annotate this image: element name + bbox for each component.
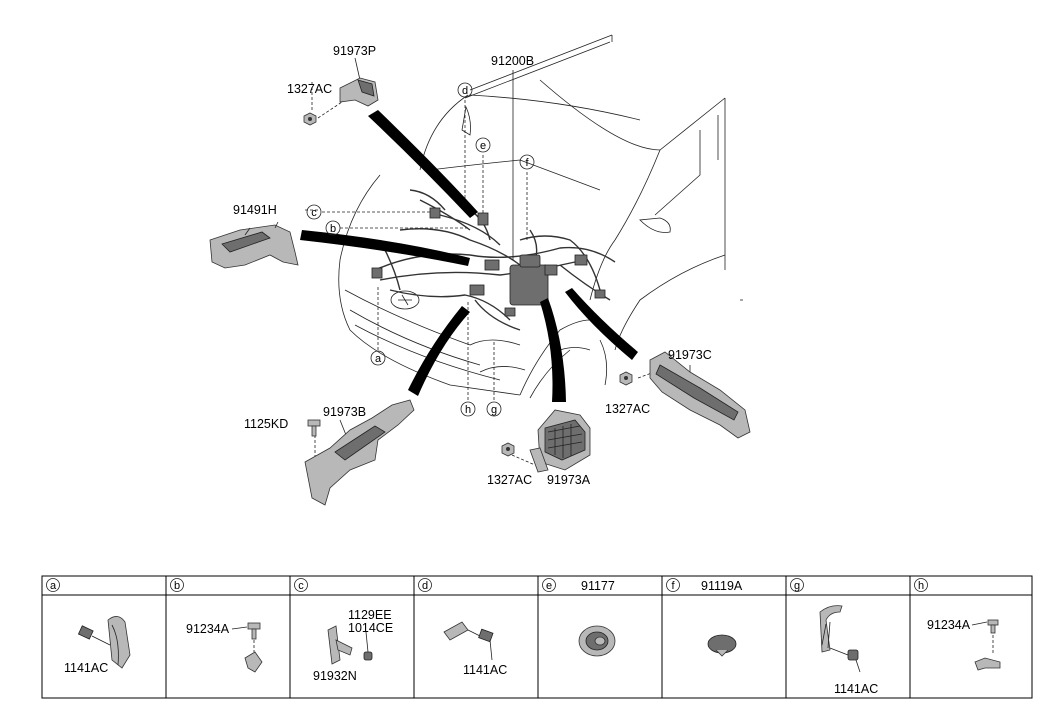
nut-1327ac-top <box>303 112 317 126</box>
label-91973p: 91973P <box>333 44 376 58</box>
svg-text:h: h <box>465 404 471 416</box>
cell-c-label-91932n: 91932N <box>313 669 357 683</box>
circle-ref-c: c <box>306 204 322 220</box>
cell-h-label-91234a: 91234A <box>927 618 971 632</box>
label-1125kd: 1125KD <box>244 417 288 431</box>
svg-text:g: g <box>491 404 497 416</box>
svg-text:g: g <box>794 580 800 592</box>
circle-ref-h: h <box>460 401 476 417</box>
circle-ref-e: e <box>475 137 491 153</box>
svg-text:a: a <box>50 580 57 592</box>
table-header-b: b <box>170 578 184 592</box>
svg-text:b: b <box>174 580 180 592</box>
svg-text:h: h <box>918 580 924 592</box>
circle-ref-f: f <box>519 154 535 170</box>
cell-c-label-1014ce: 1014CE <box>348 621 393 635</box>
nut-1327ac-bottom <box>501 442 515 457</box>
nut-1327ac-right <box>619 371 633 386</box>
svg-text:e: e <box>546 580 552 592</box>
pointer-arcs <box>300 110 638 402</box>
label-1327ac-right: 1327AC <box>605 402 650 416</box>
callout-labels: 91973P 1327AC 91200B 91491H 91973C 1327A… <box>233 44 712 487</box>
label-91973a: 91973A <box>547 473 591 487</box>
cell-b-label-91234a: 91234A <box>186 622 230 636</box>
part-clip-a <box>77 616 131 669</box>
svg-text:c: c <box>311 207 317 219</box>
vehicle-outline <box>338 34 726 399</box>
svg-text:b: b <box>330 223 336 235</box>
svg-text:d: d <box>462 85 468 97</box>
bracket-91973b <box>304 399 415 506</box>
label-91491h: 91491H <box>233 203 277 217</box>
svg-text:c: c <box>298 580 304 592</box>
cell-g-label-1141ac: 1141AC <box>834 682 878 696</box>
part-grommet-e <box>578 625 616 657</box>
leader-lines <box>305 57 745 466</box>
diagram-circle-refs: d e f c b a h g <box>306 82 535 417</box>
part-bolt-b <box>244 622 263 673</box>
circle-ref-d: d <box>457 82 473 98</box>
table-header-d: d <box>418 578 432 592</box>
label-91973c: 91973C <box>668 348 712 362</box>
relay-box-91973a <box>529 409 591 473</box>
bracket-91973c <box>649 351 751 439</box>
label-91200b: 91200B <box>491 54 534 68</box>
bolt-1125kd <box>307 419 321 437</box>
cell-a-label-1141ac: 1141AC <box>64 661 108 675</box>
table-header-f: f 91119A <box>666 578 743 593</box>
table-header-e: e 91177 <box>542 578 615 593</box>
label-91973b: 91973B <box>323 405 366 419</box>
part-bolt-h <box>974 619 1001 671</box>
label-1327ac-bottom: 1327AC <box>487 473 532 487</box>
circle-ref-b: b <box>325 220 341 236</box>
table-header-h: h <box>914 578 928 592</box>
bracket-91973p <box>339 77 379 107</box>
detail-table: a b c d e 91177 f 91119A g <box>41 575 1033 699</box>
circle-ref-a: a <box>370 350 386 366</box>
part-plug-f <box>707 634 737 657</box>
table-header-g: g <box>790 578 804 592</box>
cell-c-label-1129ee: 1129EE <box>348 608 392 622</box>
circle-ref-g: g <box>486 401 502 417</box>
table-header-f-title: 91119A <box>701 579 743 593</box>
table-header-c: c <box>294 578 308 592</box>
svg-text:f: f <box>525 157 529 169</box>
part-clip-c <box>327 625 373 665</box>
table-header-a: a <box>46 578 60 592</box>
svg-text:d: d <box>422 580 428 592</box>
table-header-e-title: 91177 <box>581 579 615 593</box>
bracket-91491h <box>209 221 299 269</box>
part-clip-g <box>819 605 861 673</box>
label-1327ac-top: 1327AC <box>287 82 332 96</box>
cell-d-label-1141ac: 1141AC <box>463 663 507 677</box>
svg-text:f: f <box>671 580 675 592</box>
svg-text:e: e <box>480 140 486 152</box>
svg-text:a: a <box>375 353 382 365</box>
part-clip-d <box>443 621 494 661</box>
